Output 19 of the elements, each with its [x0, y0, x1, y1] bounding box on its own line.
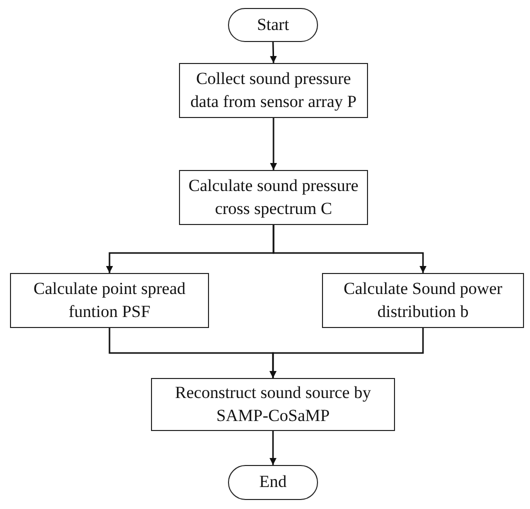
arrow	[270, 328, 424, 378]
node-label: Reconstruct sound source by SAMP-CoSaMP	[174, 382, 372, 426]
node-label: End	[259, 471, 287, 494]
arrow	[270, 431, 276, 465]
node-label: Collect sound pressure data from sensor array P	[189, 68, 358, 113]
terminal-node	[228, 8, 318, 42]
process-box	[10, 273, 209, 328]
arrow	[270, 42, 277, 64]
terminal-node	[228, 465, 318, 500]
node-label: Start	[256, 14, 290, 36]
arrow	[272, 225, 426, 273]
process-box	[322, 273, 524, 328]
process-box	[151, 378, 395, 431]
process-box	[179, 170, 368, 225]
node-label: Calculate point spread funtion PSF	[32, 278, 186, 322]
node-label: Calculate sound pressure cross spectrum C	[188, 175, 360, 220]
process-box	[179, 63, 368, 118]
arrow	[270, 118, 277, 170]
node-label: Calculate Sound power distribution b	[342, 278, 504, 322]
